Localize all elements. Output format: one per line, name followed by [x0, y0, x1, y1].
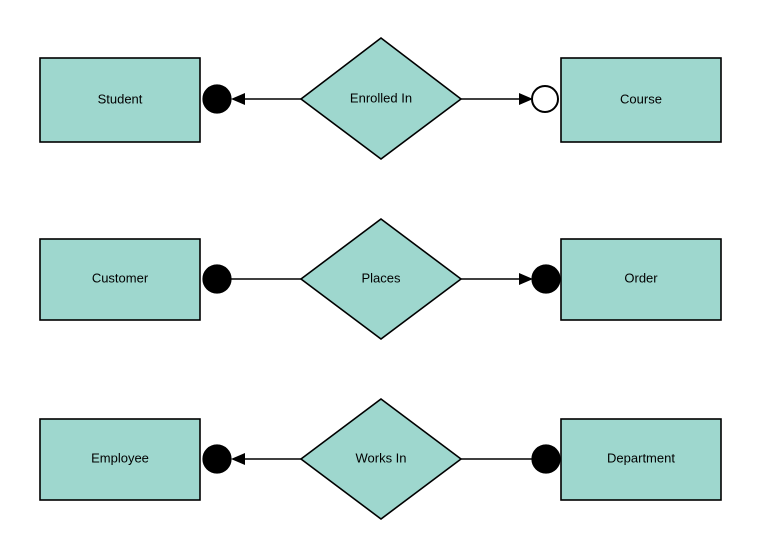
relationship-diamond-places[interactable]: [299, 218, 463, 340]
cardinality-dot-right-3[interactable]: [531, 444, 561, 474]
cardinality-dot-right-2[interactable]: [531, 264, 561, 294]
entity-label-order: Order: [624, 270, 658, 285]
er-row-2: Customer Places Order: [39, 218, 722, 340]
cardinality-dot-left-1[interactable]: [202, 84, 232, 114]
er-row-3: Employee Works In Department: [39, 398, 722, 520]
entity-label-employee: Employee: [91, 450, 149, 465]
entity-label-customer: Customer: [92, 270, 149, 285]
cardinality-dot-left-2[interactable]: [202, 264, 232, 294]
entity-box-employee[interactable]: [39, 418, 201, 501]
entity-label-student: Student: [98, 91, 143, 106]
entity-box-student[interactable]: [39, 57, 201, 143]
cardinality-dot-left-3[interactable]: [202, 444, 232, 474]
entity-label-department: Department: [607, 450, 675, 465]
entity-box-customer[interactable]: [39, 238, 201, 321]
cardinality-dot-right-1[interactable]: [531, 85, 559, 113]
relationship-diamond-enrolled-in[interactable]: [299, 36, 463, 160]
er-row-1: Student Enrolled In Course: [39, 36, 722, 160]
relationship-label-places: Places: [361, 270, 401, 285]
arrowhead-left-1: [231, 93, 245, 105]
relationship-label-enrolled-in: Enrolled In: [350, 90, 412, 105]
entity-label-course: Course: [620, 91, 662, 106]
arrowhead-right-2: [519, 273, 533, 285]
entity-box-department[interactable]: [560, 418, 722, 501]
relationship-diamond-works-in[interactable]: [299, 398, 463, 520]
arrowhead-right-1: [519, 93, 533, 105]
arrowhead-left-3: [231, 453, 245, 465]
entity-box-course[interactable]: [560, 57, 722, 143]
relationship-label-works-in: Works In: [355, 450, 406, 465]
entity-box-order[interactable]: [560, 238, 722, 321]
